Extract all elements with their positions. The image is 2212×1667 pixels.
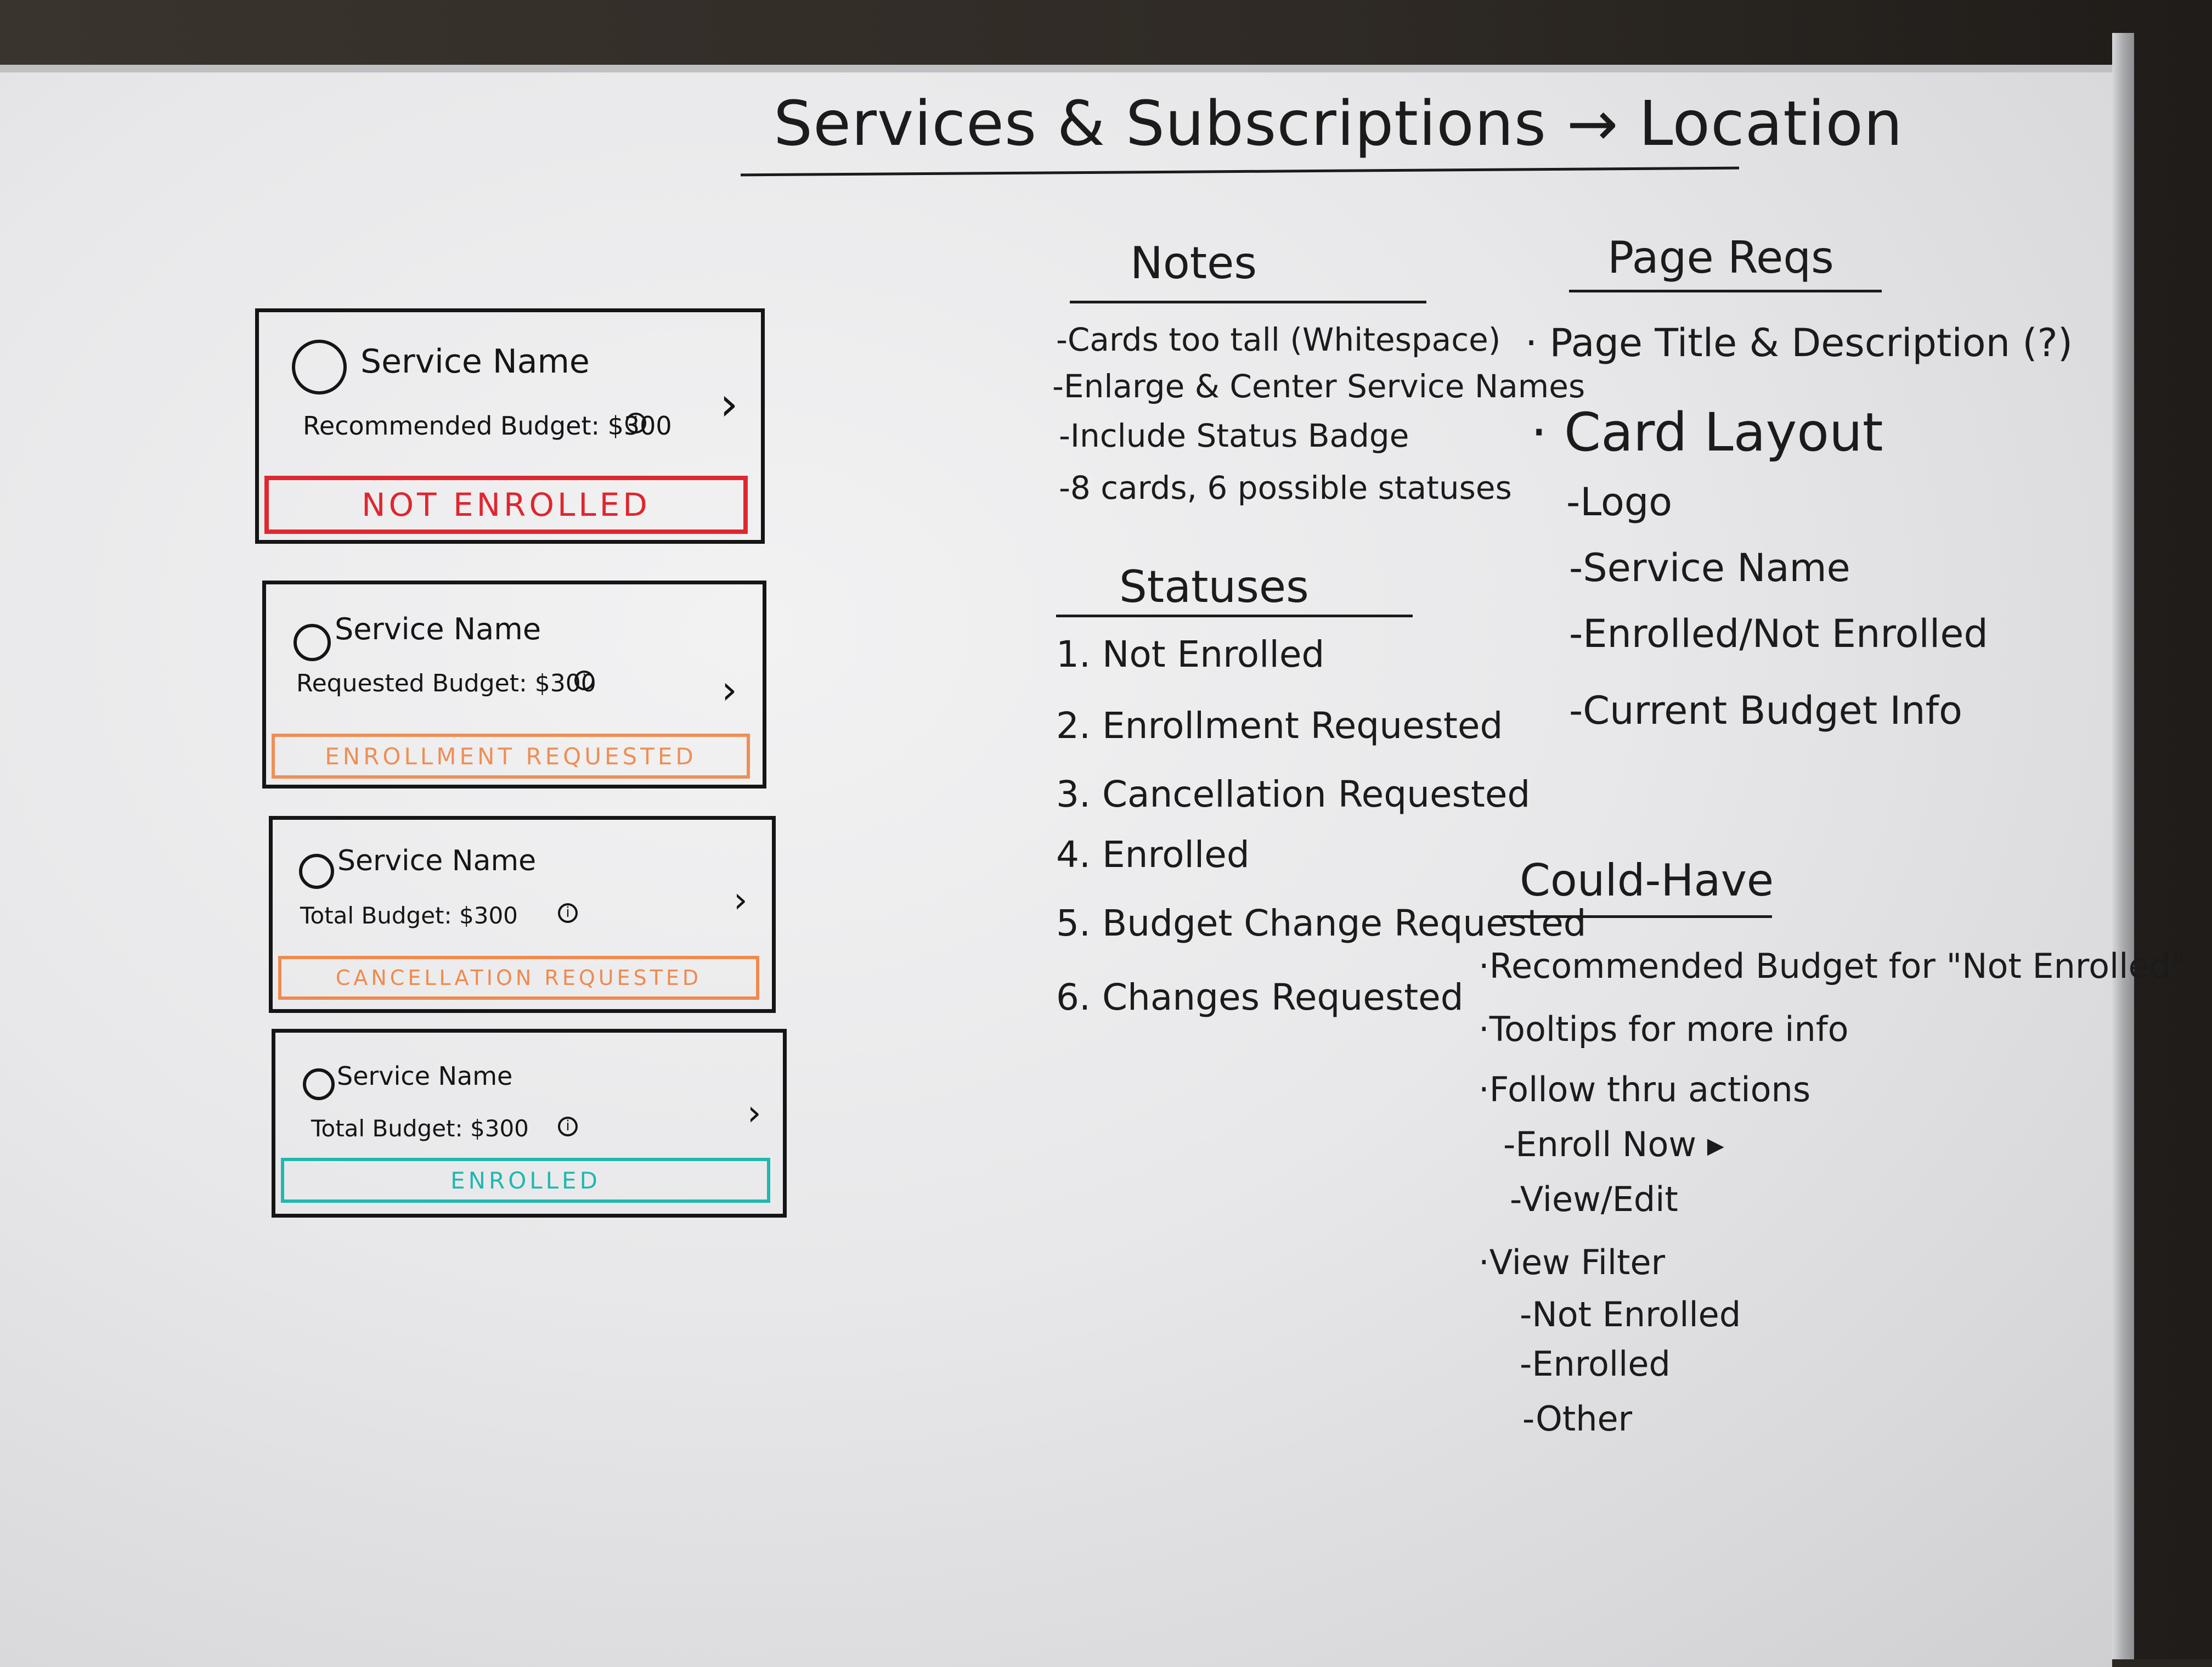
- note-item: -Cards too tall (Whitespace): [1056, 321, 1501, 358]
- whiteboard-frame: [2112, 33, 2134, 1659]
- info-icon[interactable]: i: [574, 671, 594, 690]
- could-have-subitem: -Not Enrolled: [1520, 1294, 1741, 1334]
- could-have-subitem: -View/Edit: [1510, 1179, 1678, 1219]
- status-item: 4. Enrolled: [1056, 834, 1250, 876]
- notes-header: Notes: [1130, 238, 1257, 289]
- notes-underline: [1070, 301, 1426, 303]
- service-name: Service Name: [360, 342, 590, 381]
- logo-placeholder-icon: [303, 1068, 335, 1100]
- logo-placeholder-icon: [294, 624, 331, 661]
- status-badge: CANCELLATION REQUESTED: [278, 956, 759, 1000]
- service-name: Service Name: [337, 844, 537, 877]
- status-item: 3. Cancellation Requested: [1056, 773, 1531, 815]
- service-name: Service Name: [337, 1061, 513, 1091]
- status-item: 2. Enrollment Requested: [1056, 705, 1503, 747]
- status-badge: ENROLLMENT REQUESTED: [272, 734, 750, 779]
- status-item: 6. Changes Requested: [1056, 976, 1464, 1018]
- chevron-right-icon[interactable]: ›: [733, 880, 748, 921]
- page-title: Services & Subscriptions → Location: [774, 88, 1903, 160]
- status-item: 1. Not Enrolled: [1056, 633, 1325, 675]
- chevron-right-icon[interactable]: ›: [747, 1093, 761, 1134]
- info-icon[interactable]: i: [625, 413, 646, 433]
- statuses-underline: [1056, 615, 1413, 617]
- could-have-item: ·View Filter: [1479, 1242, 1666, 1282]
- could-have-item: ·Tooltips for more info: [1479, 1009, 1849, 1049]
- page-req-subitem: -Service Name: [1569, 545, 1850, 590]
- chevron-right-icon[interactable]: ›: [720, 377, 738, 431]
- service-name: Service Name: [335, 612, 541, 646]
- budget-text: Total Budget: $300: [311, 1115, 529, 1142]
- note-item: -Enlarge & Center Service Names: [1052, 368, 1585, 405]
- info-icon[interactable]: i: [558, 903, 578, 923]
- could-have-item: ·Recommended Budget for "Not Enrolled": [1479, 946, 2187, 986]
- service-card-enrolled[interactable]: Service Name Total Budget: $300 i › ENRO…: [272, 1029, 787, 1218]
- service-card-cancellation-requested[interactable]: Service Name Total Budget: $300 i › CANC…: [269, 816, 776, 1013]
- info-icon[interactable]: i: [558, 1117, 578, 1136]
- budget-text: Total Budget: $300: [300, 902, 518, 929]
- page-reqs-underline: [1569, 290, 1882, 292]
- chevron-right-icon[interactable]: ›: [721, 667, 737, 713]
- note-item: -Include Status Badge: [1059, 417, 1409, 454]
- page-req-item: · Card Layout: [1531, 402, 1883, 463]
- note-item: -8 cards, 6 possible statuses: [1059, 469, 1512, 506]
- page-req-subitem: -Current Budget Info: [1569, 688, 1962, 733]
- could-have-subitem: -Other: [1522, 1399, 1633, 1439]
- budget-text: Recommended Budget: $300: [303, 411, 672, 441]
- budget-text: Requested Budget: $300: [296, 669, 596, 697]
- status-badge: ENROLLED: [281, 1158, 770, 1203]
- page-req-item: · Page Title & Description (?): [1525, 320, 2073, 365]
- could-have-header: Could-Have: [1520, 855, 1774, 906]
- could-have-underline: [1503, 915, 1772, 918]
- page-reqs-header: Page Reqs: [1607, 232, 1834, 283]
- could-have-item: ·Follow thru actions: [1479, 1069, 1811, 1110]
- page-req-subitem: -Enrolled/Not Enrolled: [1569, 611, 1988, 656]
- service-card-not-enrolled[interactable]: Service Name Recommended Budget: $300 i …: [255, 308, 765, 544]
- page-req-subitem: -Logo: [1566, 480, 1673, 525]
- service-card-enrollment-requested[interactable]: Service Name Requested Budget: $300 i › …: [262, 581, 766, 789]
- whiteboard: [0, 65, 2112, 1667]
- could-have-subitem: -Enrolled: [1520, 1344, 1671, 1384]
- could-have-subitem: -Enroll Now ▸: [1503, 1124, 1724, 1164]
- status-badge: NOT ENROLLED: [264, 476, 748, 534]
- status-item: 5. Budget Change Requested: [1056, 902, 1587, 944]
- statuses-header: Statuses: [1119, 561, 1309, 612]
- logo-placeholder-icon: [299, 854, 334, 889]
- logo-placeholder-icon: [292, 340, 347, 395]
